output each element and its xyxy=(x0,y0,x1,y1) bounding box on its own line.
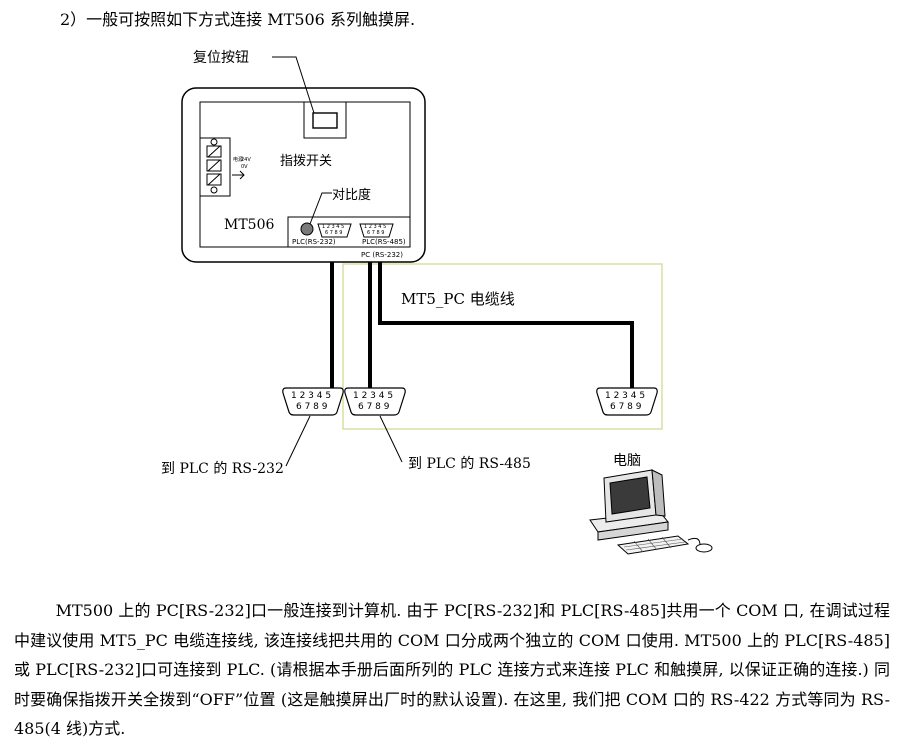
power-label-24v: 24V xyxy=(241,157,251,163)
to-plc-rs485-label: 到 PLC 的 RS-485 xyxy=(408,456,531,472)
power-arrow-head xyxy=(239,170,245,180)
mini-db9-right-bottom-pins: 6 7 8 9 xyxy=(367,230,385,236)
to-plc-rs232-label: 到 PLC 的 RS-232 xyxy=(161,461,284,477)
contrast-knob xyxy=(300,222,314,236)
power-label-source: 电源 xyxy=(233,157,244,163)
db9-rs485-bottom-pins: 6 7 8 9 xyxy=(358,402,390,412)
cables xyxy=(330,262,634,390)
leader-rs232 xyxy=(285,415,311,467)
port-pc-rs232-label: PC (RS-232) xyxy=(361,251,403,259)
mini-db9-left-top-pins: 1 2 3 4 5 xyxy=(322,224,345,230)
db9-plc-rs232 xyxy=(282,387,344,416)
computer-icon xyxy=(589,469,713,555)
db9-pc-top-pins: 1 2 3 4 5 xyxy=(605,391,646,401)
db9-plc-rs485 xyxy=(344,387,406,416)
connection-diagram xyxy=(181,56,713,555)
terminal-screws xyxy=(206,138,222,194)
contrast-leader-line xyxy=(309,192,332,225)
leader-rs485 xyxy=(379,415,403,463)
section-heading: 2）一般可按照如下方式连接 MT506 系列触摸屏. xyxy=(60,10,416,29)
reset-leader-line xyxy=(272,56,315,114)
contrast-label: 对比度 xyxy=(332,188,372,203)
power-label-0v: 0V xyxy=(241,164,248,170)
description-text: MT500 上的 PC[RS-232]口一般连接到计算机. 由于 PC[RS-2… xyxy=(14,601,890,738)
mini-db9-left-bottom-pins: 6 7 8 9 xyxy=(325,230,343,236)
dip-switch-label: 指拨开关 xyxy=(280,154,333,169)
mini-db9-right xyxy=(359,223,394,238)
db9-rs232-bottom-pins: 6 7 8 9 xyxy=(296,402,328,412)
reset-button xyxy=(312,112,338,129)
reset-button-frame xyxy=(303,101,347,139)
db9-pc-bottom-pins: 6 7 8 9 xyxy=(610,402,642,412)
cable-label: MT5_PC 电缆线 xyxy=(401,290,515,308)
device-model-label: MT506 xyxy=(224,217,275,233)
computer-label: 电脑 xyxy=(613,453,641,469)
description-paragraph: MT500 上的 PC[RS-232]口一般连接到计算机. 由于 PC[RS-2… xyxy=(14,596,890,744)
mini-db9-right-top-pins: 1 2 3 4 5 xyxy=(364,224,387,230)
cable-box xyxy=(342,263,663,430)
reset-button-label: 复位按钮 xyxy=(193,50,249,66)
db9-pc xyxy=(596,387,658,416)
db9-rs485-top-pins: 1 2 3 4 5 xyxy=(353,391,394,401)
port-plc-rs232-label: PLC(RS-232) xyxy=(292,238,336,246)
port-plc-rs485-label: PLC(RS-485) xyxy=(362,238,406,246)
db9-rs232-top-pins: 1 2 3 4 5 xyxy=(291,391,332,401)
mini-db9-left xyxy=(317,223,352,238)
